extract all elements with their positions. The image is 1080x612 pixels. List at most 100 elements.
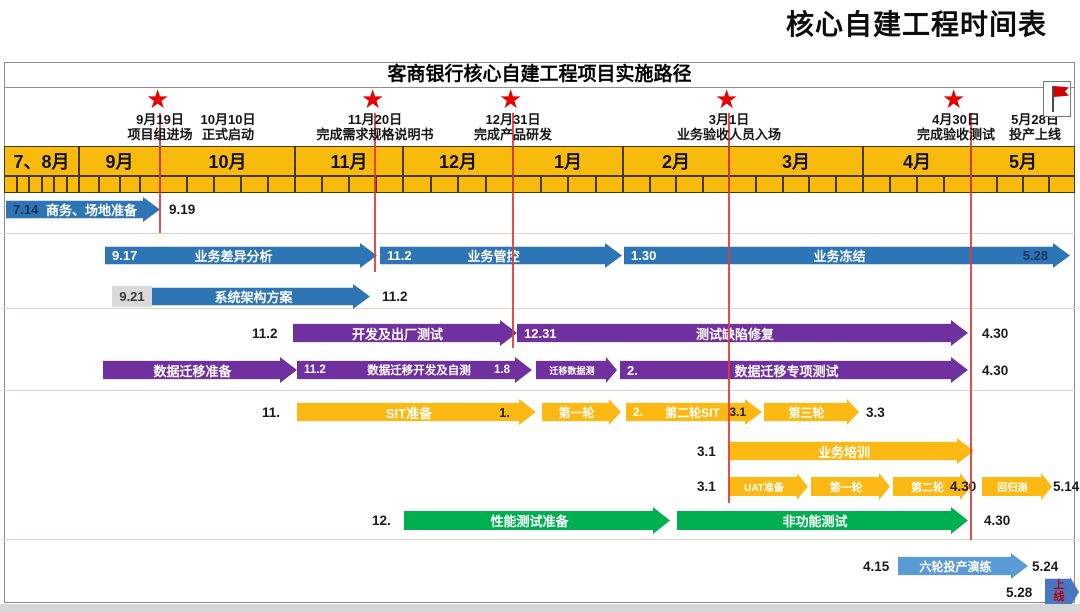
week-cell (782, 176, 810, 193)
milestone-caption: 5月28日投产上线 (1008, 112, 1062, 142)
milestone-date: 12月31日 (485, 112, 541, 127)
milestone-caption: 3月1日业务验收人员入场 (677, 112, 781, 142)
bar-end-label: 5.28 (1022, 248, 1048, 263)
bar-text: 系统架构方案 (214, 290, 293, 305)
separator-line (4, 308, 1075, 309)
bar-text: 迁移数据测 (549, 365, 595, 376)
bar-text: 第二轮SIT (665, 405, 720, 420)
bar-text: 第一轮 (558, 405, 595, 420)
date-label: 4.30 (982, 325, 1009, 341)
week-cell (863, 176, 890, 193)
bar-text: 第二轮 (911, 481, 944, 494)
month-cell: 5月 (971, 146, 1075, 176)
week-cell (1049, 176, 1075, 193)
month-cell: 9月 (79, 146, 160, 176)
bar-end-label: 1. (499, 404, 510, 420)
milestone-date: 11月20日 (347, 112, 403, 127)
date-label: 5.14 (1053, 479, 1080, 494)
month-cell: 3月 (729, 146, 863, 176)
week-cell (41, 176, 54, 193)
bar-text: 性能测试准备 (490, 514, 569, 529)
bar-start-label: 1.30 (631, 248, 657, 263)
date-label: 11.2 (382, 289, 408, 304)
week-cell (702, 176, 729, 193)
week-cell (4, 176, 17, 193)
month-cell: 7、8月 (4, 146, 79, 176)
milestone-star-icon: ★ (146, 84, 170, 114)
week-cell (595, 176, 623, 193)
gantt-arrow: 数据迁移准备 (103, 357, 297, 383)
bar-text: 六轮投产演练 (919, 559, 992, 574)
week-cell (1023, 176, 1049, 193)
week-cell (322, 176, 349, 193)
bar-text: 商务、场地准备 (46, 203, 138, 218)
bar-text: 非功能测试 (782, 514, 848, 529)
milestone-date: 10月10日 (200, 112, 256, 127)
date-label: 5.28 (1006, 584, 1033, 600)
milestone-desc: 完成验收测试 (916, 126, 996, 142)
date-label: 12. (372, 513, 391, 528)
week-cell (623, 176, 650, 193)
week-cell (917, 176, 944, 193)
bar-text: 业务培训 (817, 444, 870, 460)
milestone-line (970, 113, 972, 540)
separator-line (4, 233, 1075, 234)
month-cell: 4月 (863, 146, 971, 176)
bar-start-label: 11.2 (387, 248, 412, 263)
milestone-date: 3月1日 (708, 112, 750, 127)
separator-line (4, 539, 1075, 540)
week-cell (16, 176, 29, 193)
week-cell (241, 176, 268, 193)
week-cell (349, 176, 376, 193)
gantt-arrow: UAT准备 (729, 473, 808, 500)
milestone-desc: 完成产品研发 (473, 126, 553, 142)
bar-text: 业务差异分析 (194, 249, 273, 264)
separator-line (4, 390, 1075, 391)
milestone-line (374, 113, 376, 272)
bar-text: 开发及出厂测试 (351, 326, 443, 342)
gantt-arrow: 第三轮 (764, 399, 859, 425)
week-cell (729, 176, 756, 193)
bar-text: 第三轮 (788, 405, 825, 420)
week-cell (809, 176, 837, 193)
gantt-arrow: 开发及出厂测试 (293, 320, 517, 346)
milestone-desc: 投产上线 (1008, 126, 1062, 142)
bar-end-label: 1.8 (494, 364, 510, 376)
gantt-arrow: SIT准备 1. (297, 399, 536, 425)
week-cell (376, 176, 403, 193)
gantt-arrow: 第一轮 (542, 399, 621, 425)
week-cell (160, 176, 187, 193)
date-label: 5.24 (1032, 558, 1059, 574)
week-cell (568, 176, 596, 193)
bottom-strip (0, 604, 1080, 612)
bar-text: 回归测 (997, 483, 1028, 494)
month-cell: 1月 (513, 146, 623, 176)
date-label: 11. (262, 404, 281, 420)
milestone-desc: 完成需求规格说明书 (316, 126, 434, 142)
date-label: 3.1 (697, 443, 716, 459)
date-label: 3.1 (697, 479, 716, 494)
week-cell (755, 176, 783, 193)
milestone-date: 4月30日 (932, 112, 980, 127)
date-label: 4.30 (950, 479, 977, 494)
milestone-caption: 10月10日正式启动 (200, 112, 256, 142)
week-cell (513, 176, 541, 193)
milestone-line (159, 113, 161, 233)
gantt-arrow: 非功能测试 (677, 507, 968, 534)
week-cell (54, 176, 67, 193)
date-label: 4.15 (863, 558, 890, 574)
week-cell (836, 176, 863, 193)
month-cell: 11月 (295, 146, 403, 176)
bar-text: 第一轮 (829, 481, 863, 494)
milestone-caption: 9月19日项目组进场 (127, 112, 192, 142)
month-cell: 10月 (160, 146, 295, 176)
finish-flag-icon (1043, 81, 1071, 117)
week-cell (944, 176, 971, 193)
date-label: 4.30 (982, 362, 1009, 378)
bar-text: SIT准备 (385, 405, 433, 421)
week-cell (458, 176, 486, 193)
